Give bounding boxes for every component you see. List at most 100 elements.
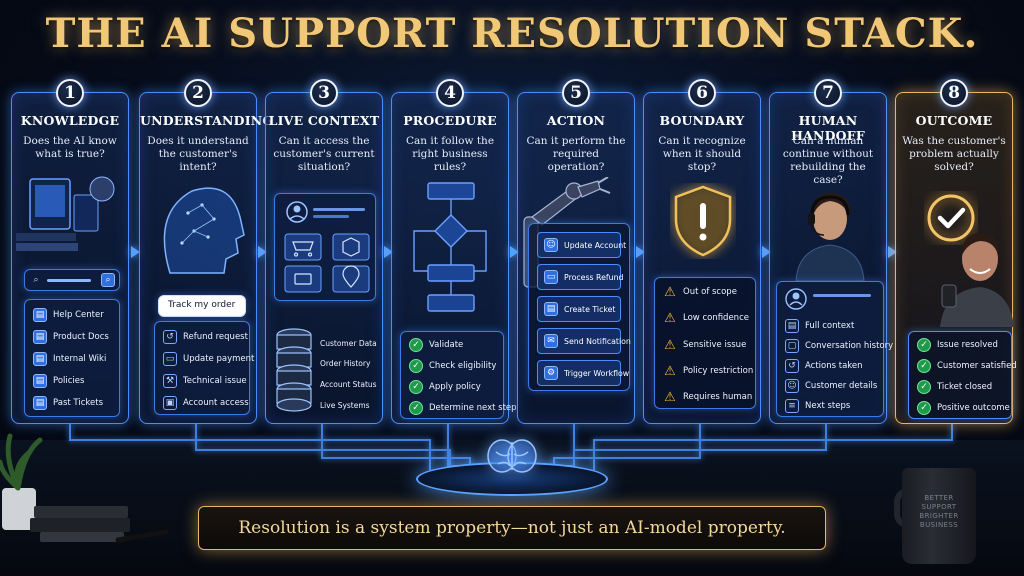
list-item[interactable]: Customer Data [320, 333, 377, 353]
handoff-context-panel: ▤Full context ▢Conversation history ↺Act… [776, 281, 893, 417]
list-item[interactable]: ▤Full context [785, 316, 877, 336]
list-item[interactable]: Account Status [320, 374, 377, 394]
list-item[interactable]: ↺Actions taken [785, 356, 877, 376]
list-item[interactable]: ↺Refund request [163, 327, 248, 347]
action-button-update-account[interactable]: ☺Update Account [537, 232, 626, 258]
list-item[interactable]: ▭Update payment [163, 349, 254, 369]
list-item[interactable]: ⚠Sensitive issue [663, 335, 749, 355]
stage-heading: HUMAN HANDOFF [791, 113, 865, 143]
check-icon: ✓ [917, 359, 931, 373]
list-item[interactable]: ▢Conversation history [785, 336, 893, 356]
document-icon: ▤ [33, 308, 47, 322]
flow-arrow-icon [636, 246, 645, 258]
stage-number-badge: 3 [310, 79, 338, 107]
item-label: Customer details [805, 381, 878, 391]
stage-number-badge: 4 [436, 79, 464, 107]
procedure-checklist: ✓Validate ✓Check eligibility ✓Apply poli… [400, 331, 517, 419]
stage-question: Can it recognize when it should stop? [658, 135, 746, 173]
item-label: Customer Data [320, 338, 377, 348]
stage-number-badge: 5 [562, 79, 590, 107]
knowledge-sources-list: ▤Help Center ▤Product Docs ▤Internal Wik… [24, 299, 120, 417]
item-label: Product Docs [53, 332, 109, 342]
stage-heading: BOUNDARY [659, 113, 745, 128]
list-item[interactable]: ✓Check eligibility [409, 356, 497, 376]
list-item[interactable]: ☺Customer details [785, 376, 877, 396]
item-label: Customer satisfied [937, 361, 1017, 371]
list-item[interactable]: ✓ Customer satisfied [917, 356, 1017, 376]
support-agent-icon [795, 193, 865, 281]
mug-line: SUPPORT [921, 503, 957, 511]
item-label: Create Ticket [564, 304, 616, 314]
document-icon: ▤ [33, 374, 47, 388]
list-item[interactable]: ✓ Issue resolved [917, 335, 1005, 355]
item-label: Issue resolved [937, 340, 998, 350]
knowledge-books-icon [16, 176, 115, 251]
stage-heading: LIVE CONTEXT [268, 113, 380, 128]
list-item[interactable]: ✓Ticket closed [917, 377, 1005, 397]
item-label: Low confidence [683, 313, 749, 323]
stage-heading: KNOWLEDGE [20, 113, 120, 128]
check-icon: ✓ [917, 338, 931, 352]
flow-arrow-icon [510, 246, 519, 258]
list-item[interactable]: ▤Internal Wiki [33, 349, 113, 369]
flow-arrow-icon [888, 246, 897, 258]
outcome-checklist: ✓ Issue resolved ✓ Customer satisfied ✓Tic… [908, 331, 1017, 419]
list-item[interactable]: ≡Next steps [785, 396, 877, 416]
action-list: ☺Update Account ▭Process Refund ▤ Create … [528, 223, 631, 391]
item-label: Account Status [320, 379, 377, 389]
list-item[interactable]: ⚠Policy restriction [663, 361, 753, 381]
item-label: Live Systems [320, 400, 370, 410]
warning-icon: ⚠ [664, 284, 676, 300]
list-item[interactable]: ✓Validate [409, 335, 497, 355]
item-label: Determine next step [429, 403, 517, 413]
stage-question: Was the customer's problem actually solv… [902, 135, 1006, 173]
list-item[interactable]: ⚠Requires human [663, 387, 752, 407]
list-item[interactable]: ⚒Technical issue [163, 371, 247, 391]
stage-card-boundary: BOUNDARY Can it recognize when it should… [643, 92, 761, 424]
stage-number-badge: 6 [688, 79, 716, 107]
coffee-mug [902, 468, 976, 564]
stage-number-badge: 1 [56, 79, 84, 107]
warning-icon: ⚠ [664, 310, 676, 326]
list-item[interactable]: ✓Apply policy [409, 377, 497, 397]
list-item[interactable]: ⚠Out of scope [663, 282, 749, 302]
stage-question: Can it follow the right business rules? [405, 135, 495, 173]
lock-icon: ▣ [163, 396, 177, 410]
stage-number-badge: 2 [184, 79, 212, 107]
item-label: Positive outcome [937, 403, 1010, 413]
refund-icon: ↺ [163, 330, 177, 344]
action-button-send-notification[interactable]: ✉Send Notification [537, 328, 631, 354]
list-item[interactable]: ✓Positive outcome [917, 398, 1010, 418]
flow-arrow-icon [131, 246, 140, 258]
list-item[interactable]: ▣ Account access [163, 393, 249, 413]
books-icon [30, 506, 169, 543]
list-item[interactable]: Order History [320, 353, 376, 373]
item-label: Validate [429, 340, 464, 350]
knowledge-search-bar[interactable]: ⌕ ⌕ [24, 269, 120, 291]
stage-question: Does the AI know what is true? [23, 135, 117, 160]
list-item[interactable]: ▤Help Center [33, 305, 113, 325]
list-item[interactable]: ▤Policies [33, 371, 113, 391]
stage-question: Can it access the customer's current sit… [273, 135, 375, 173]
check-icon: ✓ [917, 380, 931, 394]
action-button-create-ticket[interactable]: ▤ Create Ticket [537, 296, 621, 322]
item-label: Send Notification [564, 336, 631, 346]
mug-line: BRIGHTER [919, 512, 959, 520]
list-item[interactable]: ▤Product Docs [33, 327, 113, 347]
checkmark-circle-icon [927, 194, 975, 242]
item-label: Order History [320, 358, 371, 368]
list-item[interactable]: ✓Determine next step [409, 398, 517, 418]
stage-heading: PROCEDURE [403, 113, 497, 128]
check-icon: ✓ [409, 359, 423, 373]
list-item[interactable]: ⚠ Low confidence [663, 308, 749, 328]
document-icon: ▤ [544, 302, 558, 316]
action-button-trigger-workflow[interactable]: ⚙Trigger Workflow [537, 360, 629, 386]
stage-card-understanding: UNDERSTANDING Does it understand the cus… [139, 92, 273, 424]
list-item[interactable]: ▤Past Tickets [33, 393, 113, 413]
item-label: Account access [183, 398, 249, 408]
list-item[interactable]: Live Systems [320, 395, 376, 415]
stage-question: Does it understand the customer's intent… [147, 135, 249, 173]
action-button-process-refund[interactable]: ▭Process Refund [537, 264, 624, 290]
search-icon: ⌕ [33, 274, 39, 285]
